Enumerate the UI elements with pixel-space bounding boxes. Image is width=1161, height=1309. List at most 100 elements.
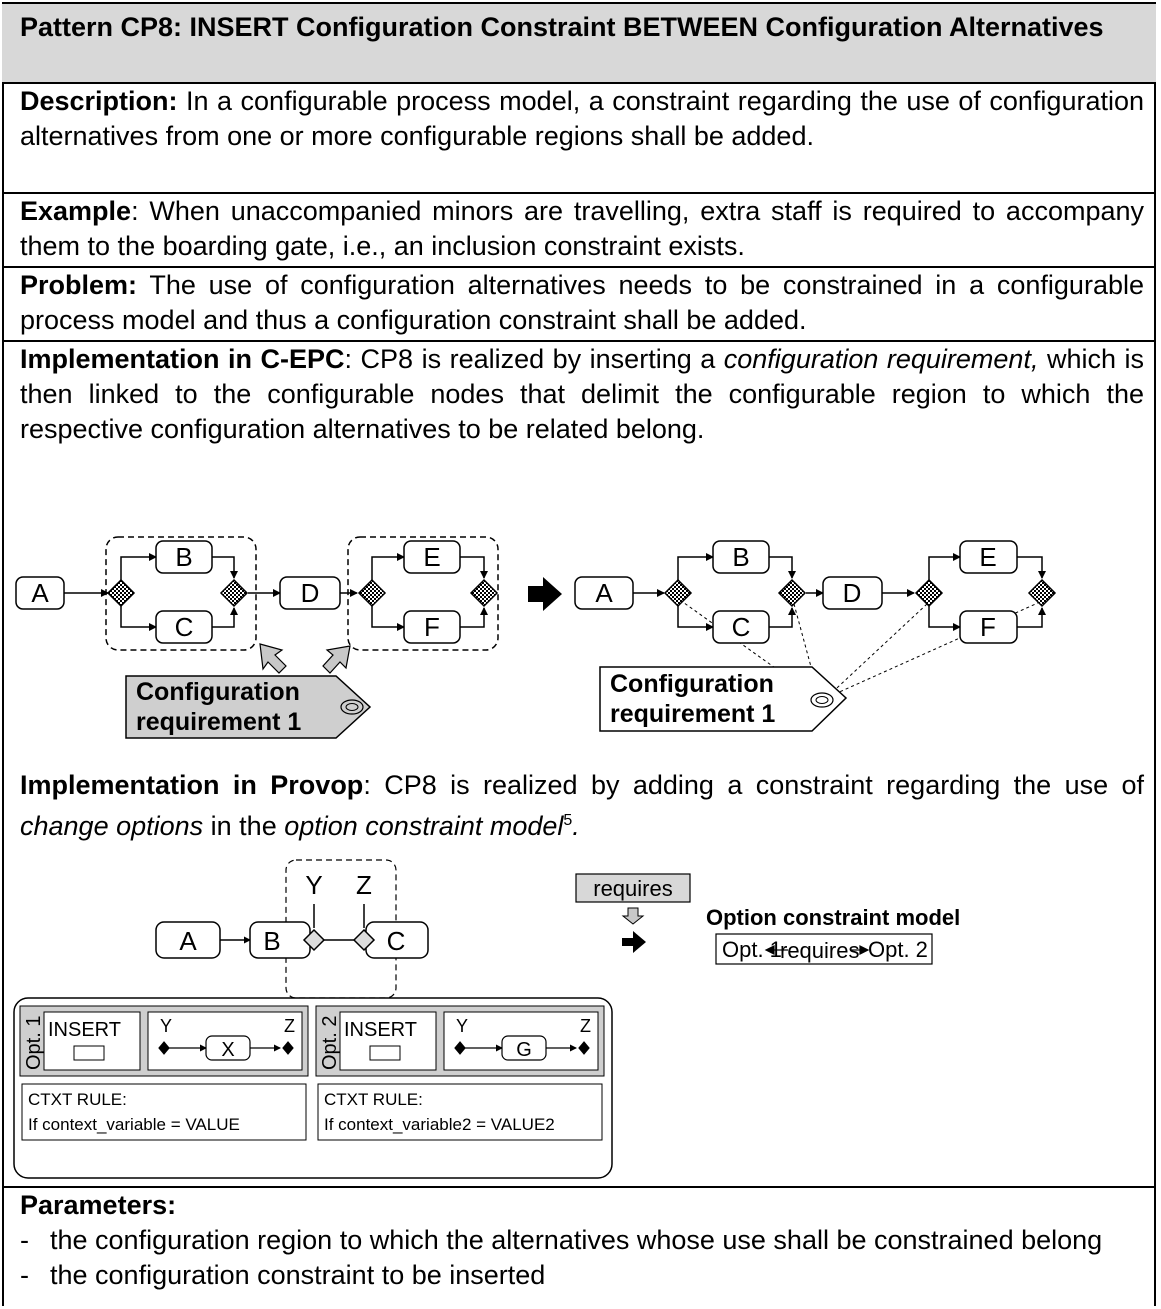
label-z: Z <box>580 1016 591 1036</box>
pattern-title: Pattern CP8: INSERT Configuration Constr… <box>2 2 1156 82</box>
transform-arrow-icon <box>622 931 646 953</box>
xor-connector <box>777 578 807 608</box>
list-item: -the configuration constraint to be inse… <box>20 1258 1144 1293</box>
label-y: Y <box>456 1016 468 1036</box>
node-a <box>574 576 634 610</box>
node-d <box>822 576 883 610</box>
down-arrow-icon <box>621 907 645 925</box>
rule-1: If context_variable = VALUE <box>28 1115 240 1134</box>
provop-text-3: . <box>572 811 580 841</box>
node-f <box>959 610 1018 644</box>
xor-connector <box>1027 578 1057 608</box>
node-e-label: E <box>423 542 440 572</box>
node-e-label: E <box>979 542 996 572</box>
node-f-label: F <box>980 612 996 642</box>
ctxt-rule-label: CTXT RULE: <box>28 1090 127 1109</box>
node-b <box>712 540 770 574</box>
node-a-label: A <box>31 578 49 608</box>
rule-2: If context_variable2 = VALUE2 <box>324 1115 555 1134</box>
xor-connector <box>106 578 136 608</box>
configuration-requirement-tag <box>599 666 848 732</box>
provop-figure: Y Z A B C requires Option constraint mod… <box>13 859 960 1179</box>
parameters-row: Parameters: -the configuration region to… <box>2 1186 1156 1309</box>
xor-connector <box>914 578 944 608</box>
list-item: -the configuration region to which the a… <box>20 1223 1144 1258</box>
requirement-ring-icon <box>815 696 829 704</box>
node-c-label: C <box>387 926 406 956</box>
ctxt-rule-label: CTXT RULE: <box>324 1090 423 1109</box>
node-c-label: C <box>732 612 751 642</box>
requirement-label-line1: Configuration <box>136 678 300 706</box>
requires-box-label: requires <box>593 876 672 901</box>
node-a-label: A <box>595 578 613 608</box>
description-text: In a configurable process model, a const… <box>20 86 1144 151</box>
xor-connector <box>663 578 693 608</box>
branch-point-icon <box>352 928 376 952</box>
node-x-label: X <box>221 1039 234 1061</box>
cepc-label: Implementation in C-EPC <box>20 344 345 374</box>
node-f-label: F <box>424 612 440 642</box>
label-z: Z <box>284 1016 295 1036</box>
branch-point-icon <box>302 928 326 952</box>
requirement-label-line2: requirement 1 <box>136 708 301 736</box>
problem-text: The use of configuration alternatives ne… <box>20 270 1144 335</box>
node-d-label: D <box>301 578 320 608</box>
configuration-requirement-tag <box>125 675 372 739</box>
node-c <box>155 610 213 644</box>
label-z: Z <box>356 870 372 900</box>
requirement-ring-icon <box>345 703 359 711</box>
node-d-label: D <box>843 578 862 608</box>
node-g-label: G <box>516 1039 532 1061</box>
node-b-label: B <box>732 542 749 572</box>
cepc-term: configuration requirement, <box>723 344 1039 374</box>
cepc-text-2: which is then linked to the configurable… <box>20 344 1144 444</box>
problem-label: Problem: <box>20 270 138 300</box>
pointer-arrow-icon <box>322 645 351 674</box>
parameters-label: Parameters: <box>20 1190 177 1220</box>
node-a <box>15 576 65 610</box>
requirement-label-line1: Configuration <box>610 670 774 698</box>
node-x <box>205 1035 251 1061</box>
xor-connector <box>357 578 387 608</box>
node-d <box>279 576 341 610</box>
node-b-label: B <box>175 542 192 572</box>
label-y: Y <box>305 870 322 900</box>
problem-row: Problem: The use of configuration altern… <box>2 266 1156 340</box>
parameter-1: the configuration region to which the al… <box>50 1225 1103 1255</box>
cepc-figure: A B C D E F A B C D E F Configuration re… <box>15 536 1057 739</box>
xor-connector <box>219 578 249 608</box>
provop-text-1: : CP8 is realized by adding a constraint… <box>363 770 1145 800</box>
provop-label: Implementation in Provop <box>20 770 364 800</box>
example-row: Example: When unaccompanied minors are t… <box>2 192 1156 266</box>
pointer-arrow-icon <box>259 643 287 674</box>
description-row: Description: In a configurable process m… <box>2 82 1156 192</box>
transform-arrow-icon <box>528 577 562 611</box>
requirement-label-line2: requirement 1 <box>610 700 775 728</box>
insert-label: INSERT <box>48 1019 121 1041</box>
node-e <box>403 540 461 574</box>
requirement-ring-icon <box>340 699 364 715</box>
implementation-row: Implementation in C-EPC: CP8 is realized… <box>2 340 1156 1186</box>
example-label: Example <box>20 196 132 226</box>
label-y: Y <box>160 1016 172 1036</box>
provop-term-2: option constraint model <box>284 811 564 841</box>
cepc-text-1: : CP8 is realized by inserting a <box>344 344 724 374</box>
node-c <box>712 610 770 644</box>
provop-term-1: change options <box>20 811 204 841</box>
opt1-tab: Opt. 1 <box>23 1016 45 1070</box>
opt2-tab: Opt. 2 <box>319 1016 341 1070</box>
ocm-title: Option constraint model <box>706 905 960 930</box>
insert-label: INSERT <box>344 1019 417 1041</box>
example-text: : When unaccompanied minors are travelli… <box>20 196 1144 261</box>
footnote-ref: 5 <box>563 812 573 829</box>
node-f <box>403 610 461 644</box>
ocm-opt2: Opt. 2 <box>868 937 928 962</box>
ocm-requires: requires <box>780 938 859 963</box>
requirement-ring-icon <box>810 692 834 708</box>
node-a <box>155 921 221 959</box>
node-c-label: C <box>175 612 194 642</box>
node-a-label: A <box>179 926 197 956</box>
node-g <box>501 1035 547 1061</box>
provop-text-2: in the <box>203 811 285 841</box>
